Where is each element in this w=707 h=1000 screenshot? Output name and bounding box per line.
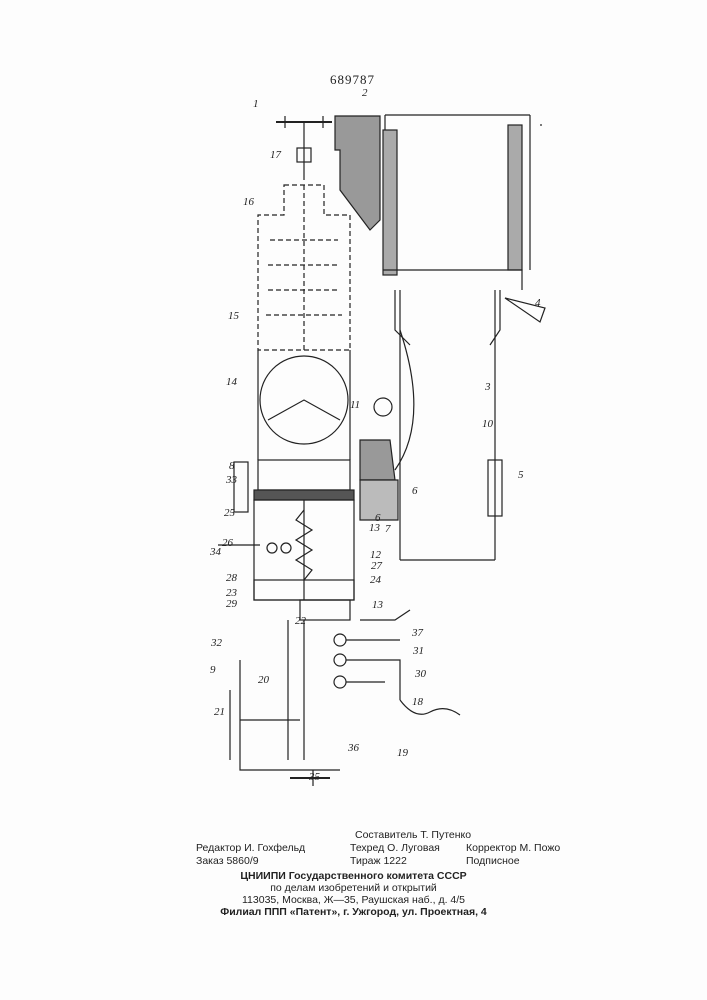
label-28: 28 <box>226 572 238 584</box>
label-29: 29 <box>226 598 238 610</box>
subscription: Подписное <box>466 855 520 867</box>
label-20: 20 <box>258 674 270 686</box>
valve-assembly <box>230 600 460 786</box>
editor: Редактор И. Гохфельд <box>196 842 305 854</box>
label-2: 2 <box>362 87 368 99</box>
label-24: 24 <box>370 574 382 586</box>
hydraulic-cylinder <box>218 462 354 600</box>
label-3: 3 <box>484 381 491 393</box>
order: Заказ 5860/9 <box>196 855 259 867</box>
label-11: 11 <box>350 399 360 411</box>
label-15: 15 <box>228 310 240 322</box>
label-7: 7 <box>385 523 391 535</box>
label-19: 19 <box>397 747 409 759</box>
handwheel <box>276 116 332 180</box>
label-33: 33 <box>225 474 238 486</box>
column <box>335 115 545 560</box>
label-1: 1 <box>253 98 259 110</box>
gearbox <box>258 185 350 350</box>
label-5: 5 <box>518 469 524 481</box>
label-14: 14 <box>226 376 238 388</box>
label-34: 34 <box>209 546 222 558</box>
label-13a: 13 <box>369 522 381 534</box>
label-10: 10 <box>482 418 494 430</box>
label-4: 4 <box>535 297 541 309</box>
label-18: 18 <box>412 696 424 708</box>
label-8: 8 <box>229 460 235 472</box>
label-25: 25 <box>224 507 236 519</box>
corrector: Корректор М. Пожо <box>466 842 560 854</box>
label-22: 22 <box>295 615 307 627</box>
label-6a: 6 <box>412 485 418 497</box>
label-21: 21 <box>214 706 225 718</box>
label-27: 27 <box>371 560 383 572</box>
org-line-1: ЦНИИПИ Государственного комитета СССР <box>0 870 707 882</box>
label-36: 36 <box>347 742 360 754</box>
org-line-2: по делам изобретений и открытий <box>0 882 707 894</box>
address: 113035, Москва, Ж—35, Раушская наб., д. … <box>0 894 707 906</box>
branch: Филиал ППП «Патент», г. Ужгород, ул. Про… <box>0 906 707 918</box>
label-31: 31 <box>412 645 424 657</box>
motor <box>258 350 350 490</box>
label-35: 35 <box>308 771 321 783</box>
compiler: Составитель Т. Путенко <box>355 829 471 841</box>
label-9: 9 <box>210 664 216 676</box>
label-30: 30 <box>414 668 427 680</box>
label-37: 37 <box>411 627 424 639</box>
techred: Техред О. Луговая <box>350 842 440 854</box>
label-26: 26 <box>222 537 234 549</box>
label-17: 17 <box>270 149 282 161</box>
label-32: 32 <box>210 637 223 649</box>
label-16: 16 <box>243 196 255 208</box>
circulation: Тираж 1222 <box>350 855 407 867</box>
label-13b: 13 <box>372 599 384 611</box>
